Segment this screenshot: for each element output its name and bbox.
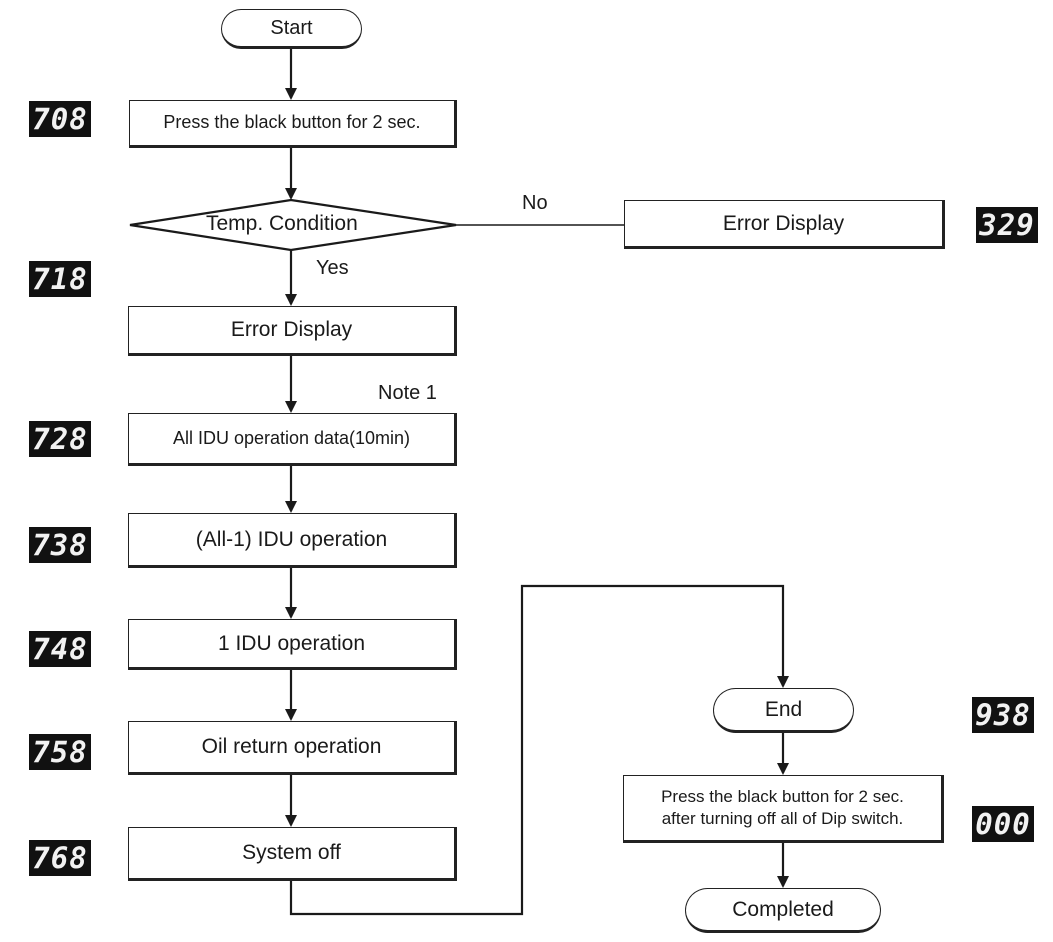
edge-label-note-1: Note 1	[378, 382, 437, 404]
step-oil-return-operation-label: Oil return operation	[201, 735, 382, 759]
step-one-idu-operation-label: 1 IDU operation	[217, 631, 366, 655]
start-text: Start	[270, 16, 313, 39]
end-terminal: End	[713, 688, 854, 733]
step-all-idu-operation-data: All IDU operation data(10min)	[128, 413, 457, 466]
start-terminal: Press the black button for 2 sec. Start	[221, 9, 362, 49]
step-final-press-line-1: Press the black button for 2 sec.	[661, 786, 904, 806]
step-error-display-no-branch-label: Error Display	[722, 211, 845, 235]
code-badge-738: 738	[29, 527, 91, 563]
step-error-display-label: Error Display	[230, 318, 353, 342]
completed-terminal: Completed	[685, 888, 881, 933]
step-system-off-label: System off	[242, 841, 341, 865]
decision-diamond-temp-condition	[129, 198, 457, 252]
step-one-idu-operation: 1 IDU operation	[128, 619, 457, 670]
step-final-press-line-2: after turning off all of Dip switch.	[661, 809, 904, 828]
connector-system-off-to-end	[289, 584, 789, 916]
step-system-off: System off	[128, 827, 457, 881]
code-badge-000: 000	[972, 806, 1034, 842]
end-label: End	[764, 697, 803, 721]
step-press-black-button: Press the black button for 2 sec.	[129, 100, 457, 148]
step-error-display: Error Display	[128, 306, 457, 356]
step-press-black-button-label: Press the black button for 2 sec.	[163, 112, 421, 133]
edge-label-yes: Yes	[316, 257, 349, 279]
code-badge-718: 718	[29, 261, 91, 297]
edge-label-no: No	[522, 192, 548, 214]
code-badge-708: 708	[29, 101, 91, 137]
step-all-idu-operation-data-label: All IDU operation data(10min)	[172, 427, 411, 448]
step-all-minus-one-idu-operation-label: (All-1) IDU operation	[195, 527, 388, 551]
step-error-display-no-branch: Error Display	[624, 200, 945, 249]
code-badge-758: 758	[29, 734, 91, 770]
code-badge-329: 329	[976, 207, 1038, 243]
code-badge-768: 768	[29, 840, 91, 876]
decision-temp-condition-label: Temp. Condition	[206, 212, 358, 235]
code-badge-938: 938	[972, 697, 1034, 733]
step-oil-return-operation: Oil return operation	[128, 721, 457, 775]
step-all-minus-one-idu-operation: (All-1) IDU operation	[128, 513, 457, 568]
completed-label: Completed	[732, 897, 834, 921]
code-badge-748: 748	[29, 631, 91, 667]
code-badge-728: 728	[29, 421, 91, 457]
step-final-press-black-button: Press the black button for 2 sec. after …	[623, 775, 944, 843]
